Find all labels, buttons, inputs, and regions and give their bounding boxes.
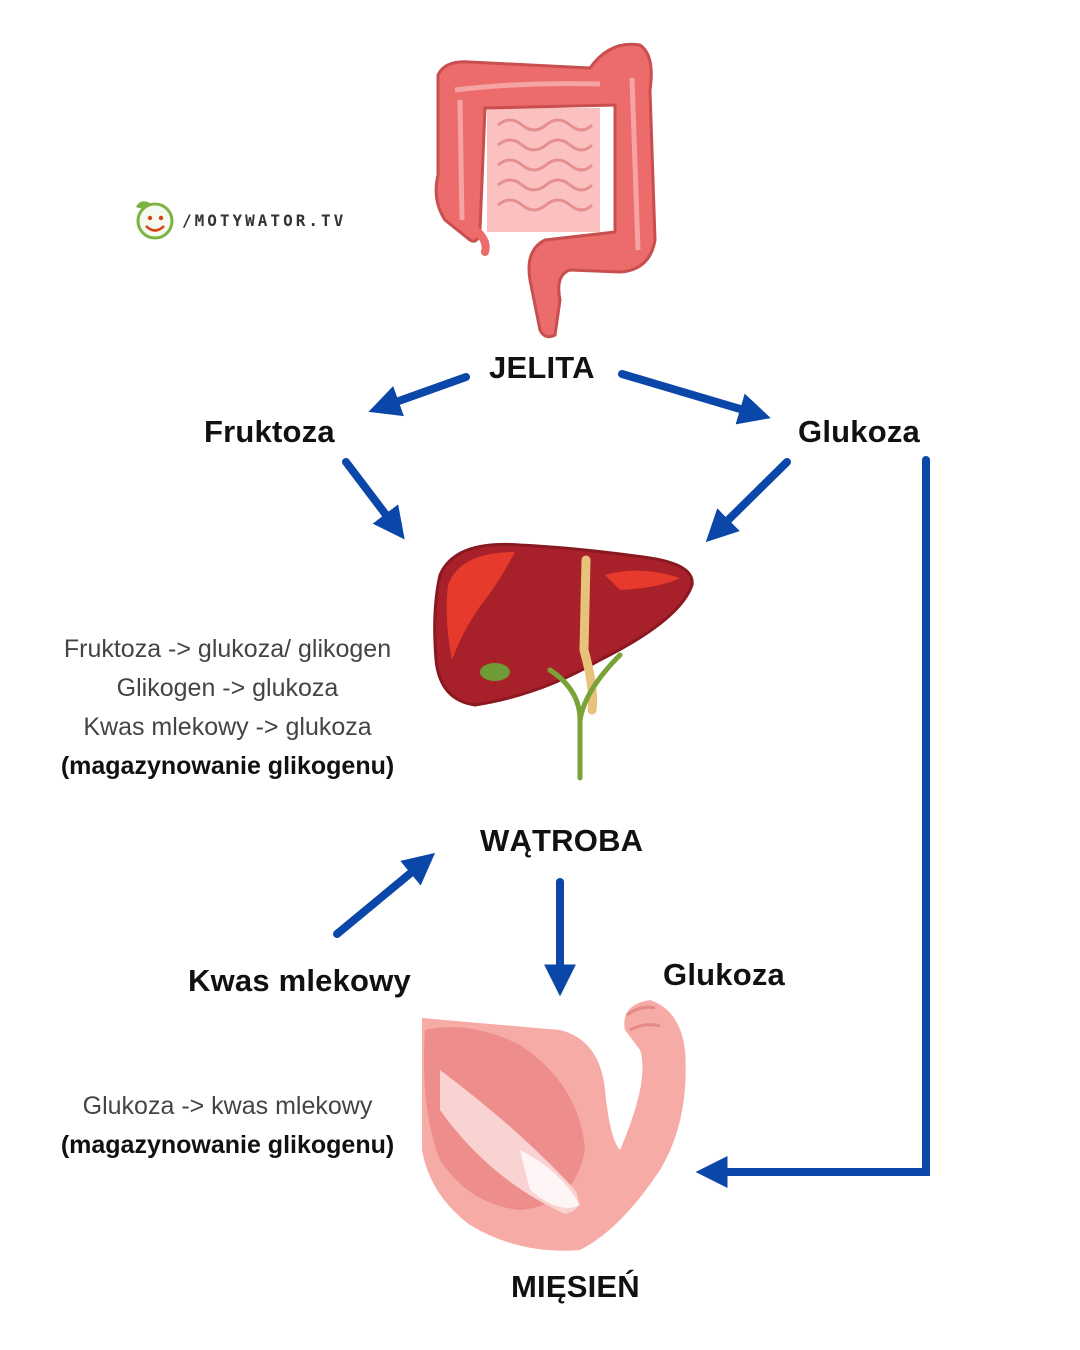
liver-note-line: Kwas mlekowy -> glukoza — [83, 713, 372, 741]
liver-icon — [433, 542, 694, 781]
muscle-storage-note: (magazynowanie glikogenu) — [60, 1131, 395, 1159]
arrow-jelita-to-glukoza — [618, 370, 771, 425]
intestines-icon — [434, 42, 657, 339]
fructose-label: Fruktoza — [204, 414, 335, 449]
liver-storage-note: (magazynowanie glikogenu) — [60, 752, 395, 780]
smiling-face-leaf-icon — [136, 201, 174, 240]
muscle-label: MIĘSIEŃ — [511, 1269, 640, 1304]
muscle-notes: Glukoza -> kwas mlekowy (magazynowanie g… — [20, 1087, 435, 1165]
intestines-label: JELITA — [489, 350, 595, 385]
arrow-lactic-acid-to-liver — [333, 852, 436, 938]
arrow-jelita-to-fruktoza — [368, 373, 470, 417]
glucose-liver-to-muscle-label: Glukoza — [663, 957, 785, 992]
arrow-glukoza-to-muscle — [695, 456, 930, 1188]
liver-notes: Fruktoza -> glukoza/ glikogen Glikogen -… — [20, 630, 435, 786]
arrows — [333, 370, 930, 1188]
flexed-arm-muscle-icon — [422, 1000, 686, 1251]
liver-note-line: Glikogen -> glukoza — [116, 674, 339, 702]
arrow-glukoza-to-liver — [705, 458, 791, 543]
muscle-note-line: Glukoza -> kwas mlekowy — [82, 1092, 373, 1120]
liver-label: WĄTROBA — [480, 823, 644, 858]
lactic-acid-label: Kwas mlekowy — [188, 963, 411, 998]
liver-note-line: Fruktoza -> glukoza/ glikogen — [63, 635, 392, 663]
logo-text: /MOTYWATOR.TV — [182, 211, 347, 230]
glucose-top-label: Glukoza — [798, 414, 920, 449]
arrow-fruktoza-to-liver — [342, 458, 405, 540]
